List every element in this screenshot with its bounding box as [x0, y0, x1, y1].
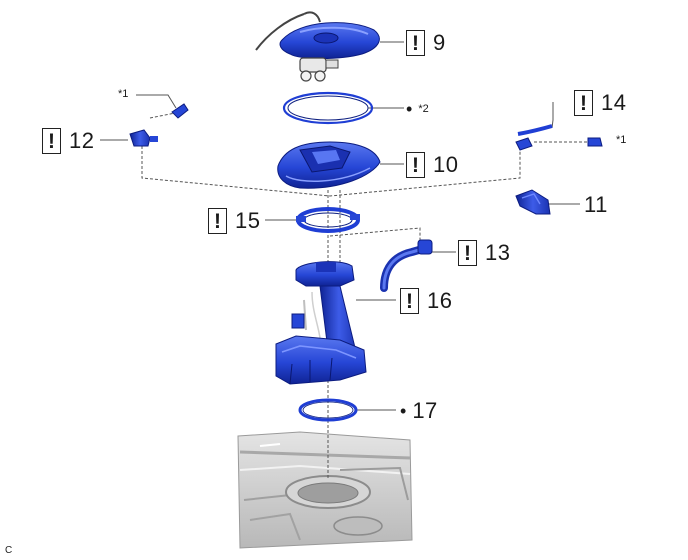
note-label: *1 [118, 88, 129, 100]
leader-lines [100, 41, 592, 480]
caution-mark: ! [406, 152, 425, 178]
part-12-clip [129, 103, 189, 147]
note-star1-left: *1 [118, 88, 128, 100]
callout-16: ! 16 [400, 288, 452, 314]
part-10-retainer-plate [277, 141, 381, 189]
figure-code: C [5, 545, 13, 556]
part-star2-gasket [282, 91, 374, 125]
bullet-icon: • [406, 99, 413, 119]
callout-11: 11 [584, 192, 608, 218]
note-label: *1 [616, 134, 627, 146]
callout-number: 9 [433, 30, 446, 55]
callout-number: 10 [433, 152, 459, 177]
callout-number: 12 [69, 128, 95, 153]
callout-13: ! 13 [458, 240, 510, 266]
caution-mark: ! [406, 30, 425, 56]
callout-number: 13 [485, 240, 511, 265]
part-11-bracket [515, 189, 551, 215]
part-13-fuel-hose [380, 239, 433, 292]
part-15-lock-ring [296, 207, 360, 233]
part-14-hose [515, 124, 603, 151]
note-star1-right: *1 [616, 134, 626, 146]
callout-number: 17 [412, 398, 438, 423]
part-16-fuel-pump-assembly [275, 261, 367, 385]
part-17-o-ring [298, 398, 358, 422]
callout-12: ! 12 [42, 128, 94, 154]
callout-number: 14 [601, 90, 627, 115]
note-label: *2 [418, 103, 429, 115]
caution-mark: ! [208, 208, 227, 234]
note-star2: • *2 [406, 100, 429, 118]
callout-15: ! 15 [208, 208, 260, 234]
callout-number: 16 [427, 288, 453, 313]
caution-mark: ! [42, 128, 61, 154]
callout-10: ! 10 [406, 152, 458, 178]
bullet-icon: • [400, 401, 407, 421]
callout-number: 15 [235, 208, 261, 233]
callout-17: • 17 [400, 398, 438, 424]
vehicle-floor-panel [237, 431, 413, 549]
callout-9: ! 9 [406, 30, 446, 56]
caution-mark: ! [400, 288, 419, 314]
callout-14: ! 14 [574, 90, 626, 116]
part-9-fuel-pump-cover [255, 11, 380, 82]
caution-mark: ! [458, 240, 477, 266]
callout-number: 11 [584, 192, 608, 217]
caution-mark: ! [574, 90, 593, 116]
